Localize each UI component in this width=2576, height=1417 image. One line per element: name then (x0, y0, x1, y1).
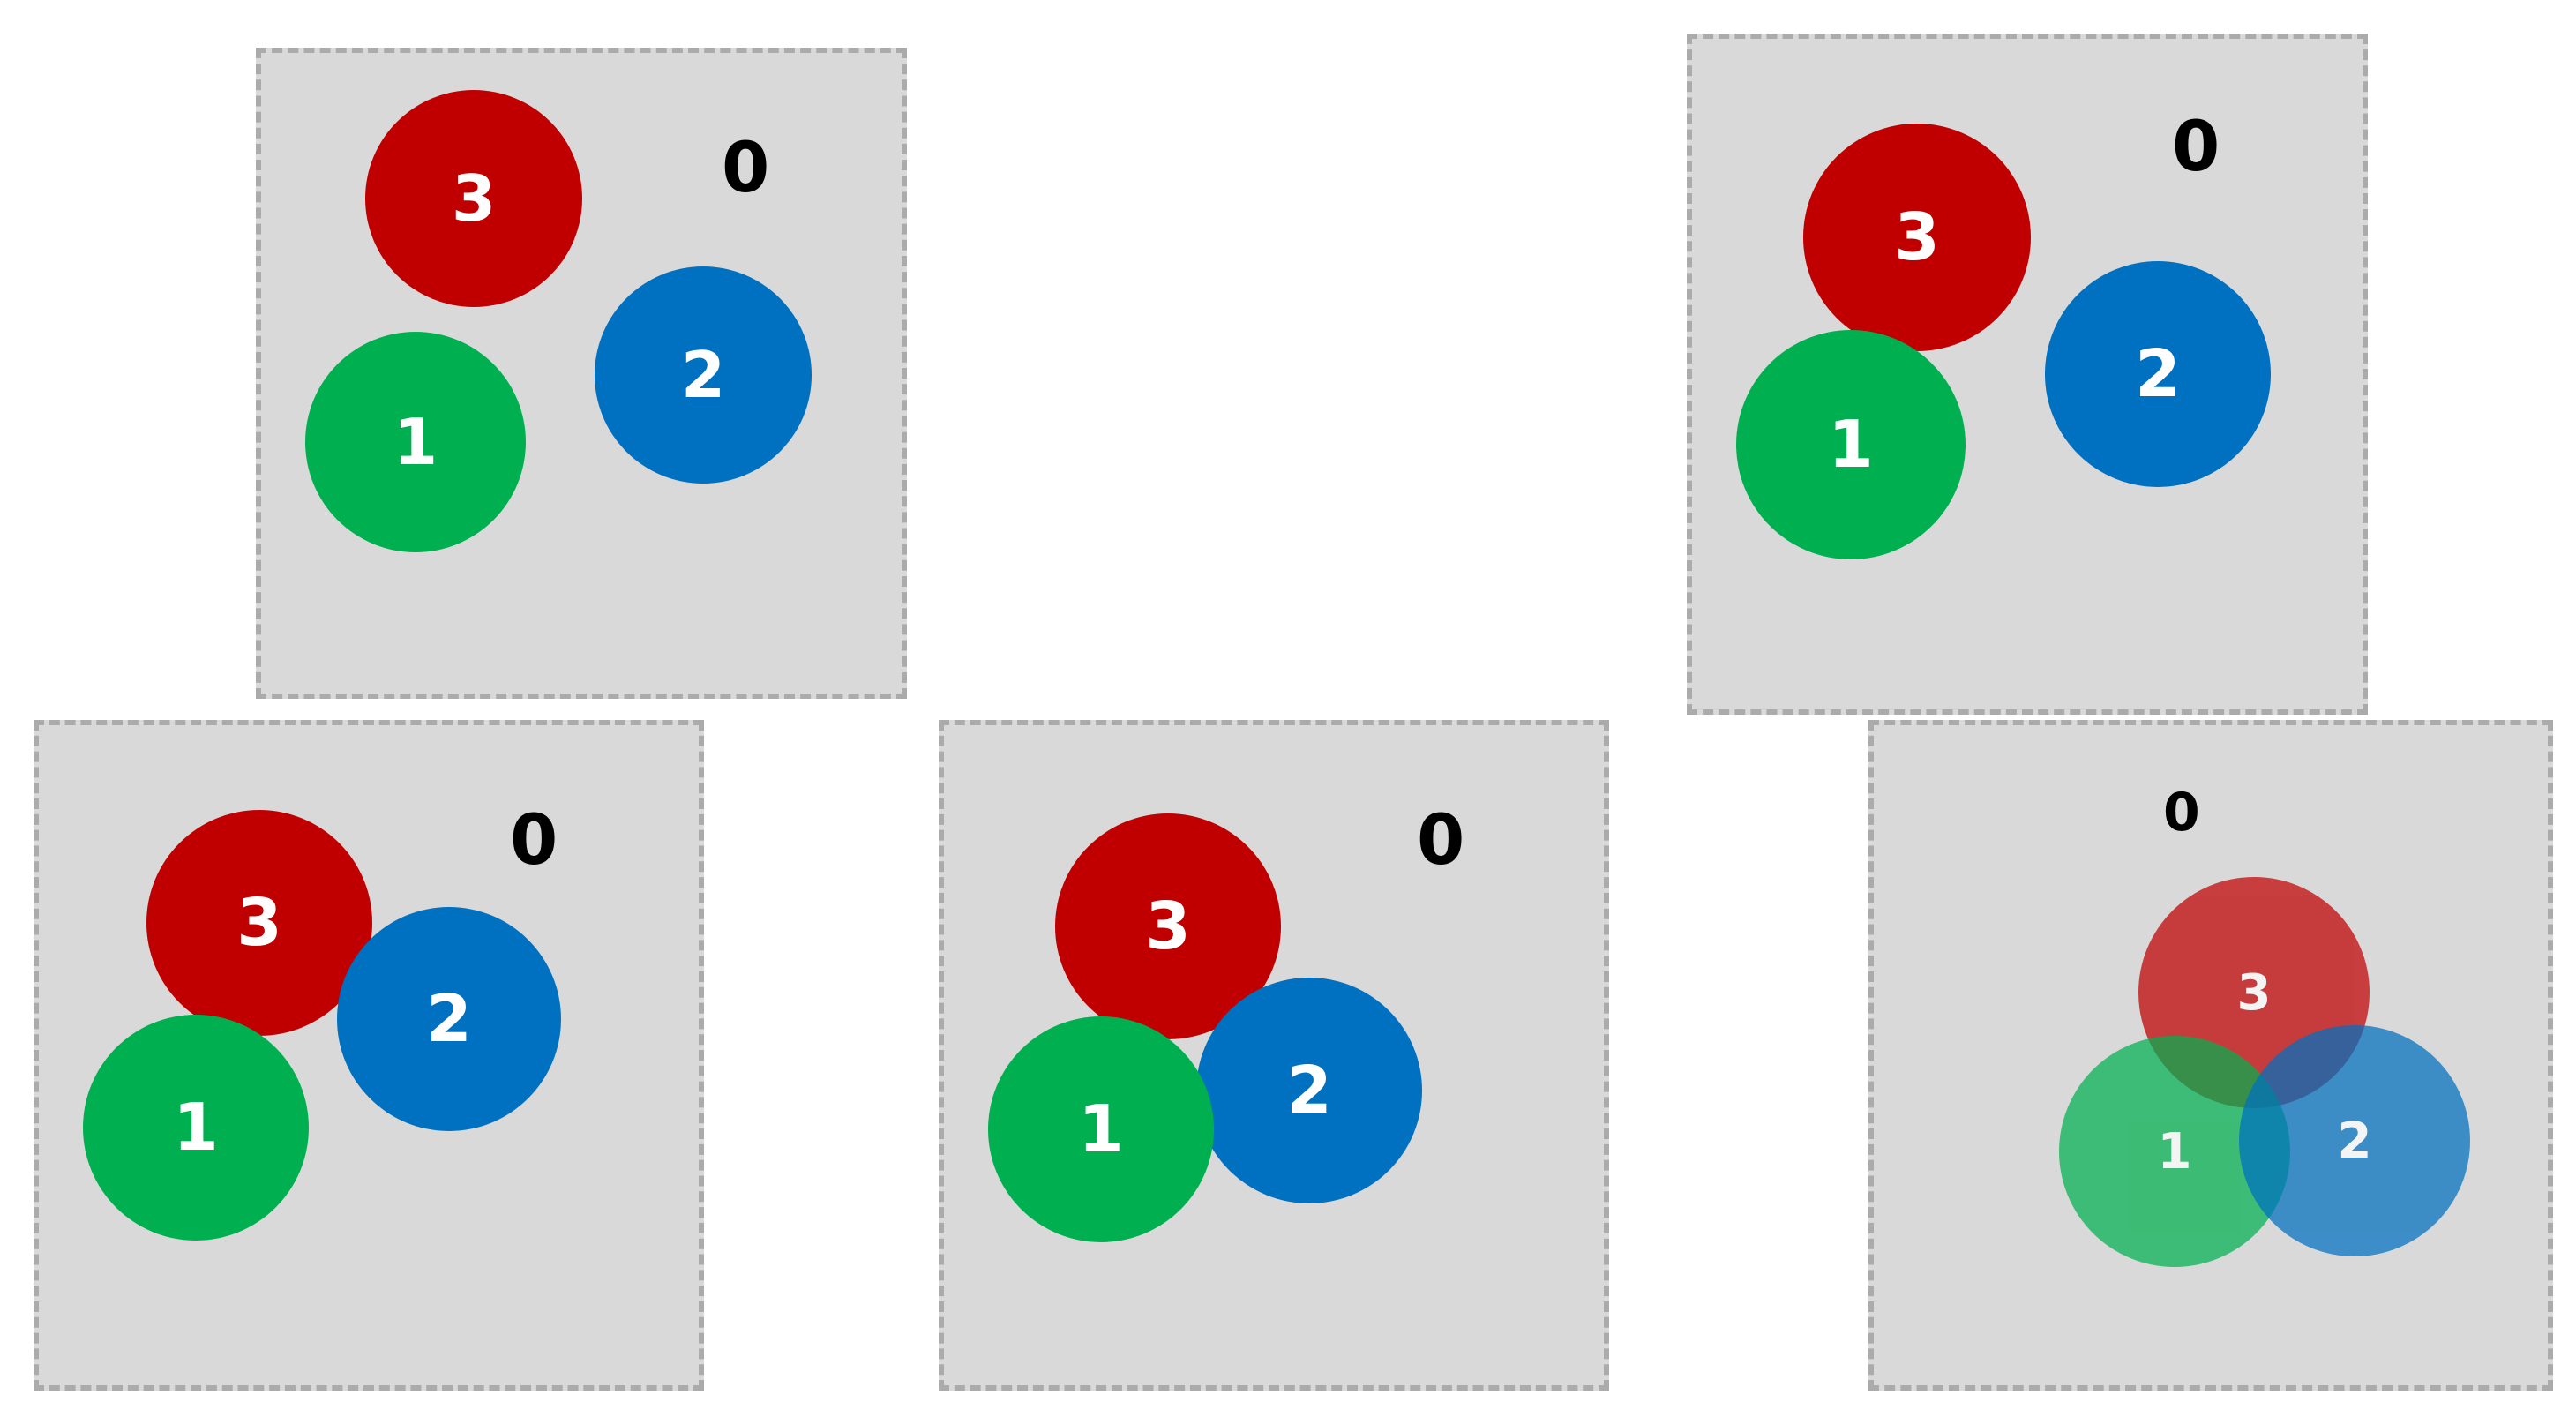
panel-5: 3 1 2 0 (1868, 720, 2553, 1391)
circle-1: 1 (83, 1015, 309, 1241)
zero-label: 0 (2172, 108, 2220, 187)
circle-2: 2 (2239, 1025, 2470, 1256)
circle-2: 2 (2045, 261, 2271, 487)
circle-2: 2 (1196, 978, 1422, 1203)
circle-2: 2 (595, 266, 812, 484)
circle-1: 1 (305, 332, 526, 552)
zero-label: 0 (1417, 801, 1465, 881)
circle-1: 1 (1736, 330, 1966, 559)
zero-label: 0 (510, 801, 558, 881)
circle-3: 3 (1803, 124, 2031, 351)
circle-2: 2 (337, 907, 561, 1131)
circle-3: 3 (365, 90, 582, 307)
panel-3: 3 2 1 0 (34, 720, 704, 1391)
zero-label: 0 (2163, 782, 2200, 843)
panel-1: 3 2 1 0 (256, 48, 907, 699)
circle-3: 3 (146, 810, 372, 1036)
zero-label: 0 (722, 129, 770, 208)
panel-4: 3 2 1 0 (939, 720, 1609, 1391)
circle-1: 1 (988, 1016, 1214, 1242)
panel-2: 3 2 1 0 (1687, 34, 2368, 715)
